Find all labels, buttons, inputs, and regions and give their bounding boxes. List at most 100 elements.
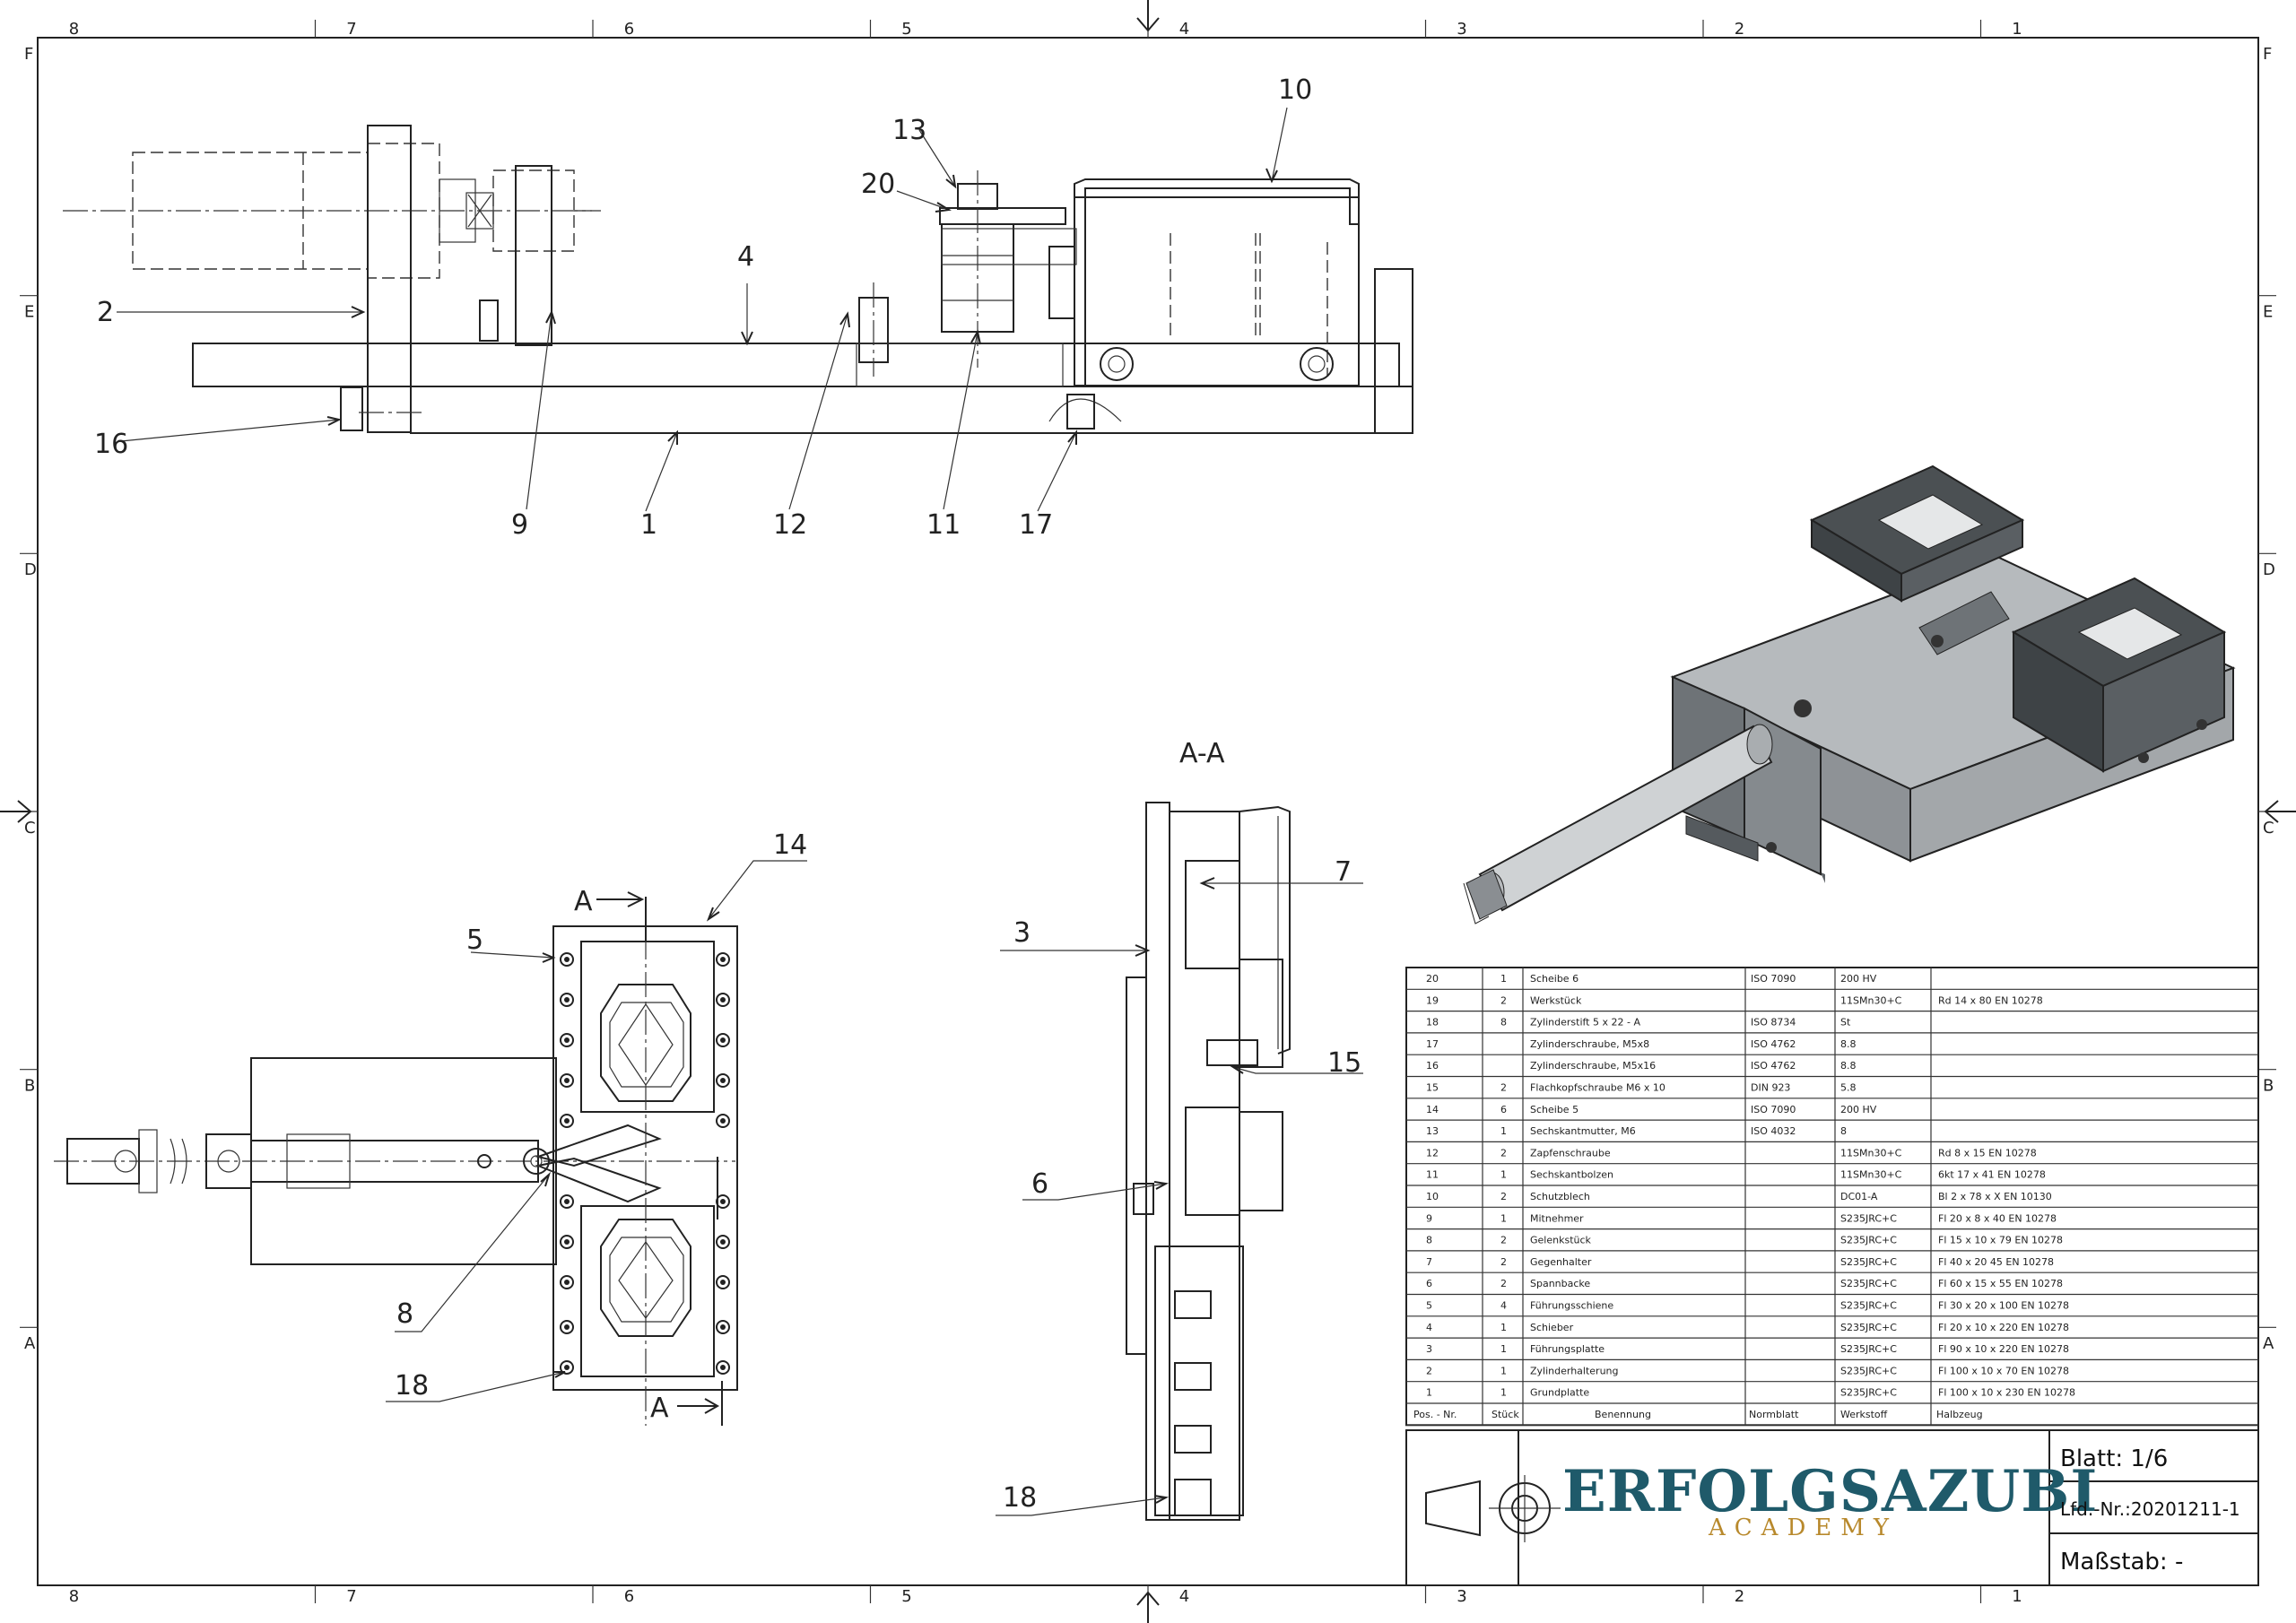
zone-row-label: C (2263, 819, 2274, 838)
zone-row-label: D (24, 560, 37, 579)
zone-column-label: 2 (1735, 20, 1744, 39)
callout-3: 3 (1013, 917, 1031, 949)
bom-cell: 1 (1500, 1365, 1507, 1376)
isometric-render (1463, 464, 2236, 924)
zone-column-label: 3 (1457, 1587, 1466, 1606)
section-title: A-A (1179, 738, 1225, 769)
bom-cell: 16 (1426, 1060, 1439, 1072)
screw-hole-icon (560, 1275, 574, 1289)
bom-cell: 8.8 (1840, 1060, 1857, 1072)
bom-header-cell: Stück (1492, 1409, 1519, 1420)
bom-cell: 8.8 (1840, 1038, 1857, 1050)
bom-cell: 11 (1426, 1169, 1439, 1181)
bom-cell: 2 (1426, 1365, 1432, 1376)
bom-cell: S235JRC+C (1840, 1300, 1897, 1312)
drawing-number: Lfd.-Nr.:20201211-1 (2060, 1498, 2240, 1520)
zone-column-label: 1 (2012, 1587, 2022, 1606)
bom-cell: DC01-A (1840, 1191, 1878, 1202)
zone-column-label: 4 (1179, 1587, 1189, 1606)
bom-cell: 1 (1500, 1125, 1507, 1137)
screw-hole-icon (716, 1275, 730, 1289)
bom-cell: 2 (1500, 1082, 1507, 1094)
zone-row-label: E (24, 303, 34, 322)
zone-row-label: B (24, 1077, 35, 1096)
bom-cell: Zylinderschraube, M5x8 (1530, 1038, 1649, 1050)
bom-cell: ISO 7090 (1751, 1104, 1796, 1115)
screw-hole-icon (560, 1235, 574, 1249)
bom-cell: Schutzblech (1530, 1191, 1590, 1202)
bom-cell: 18 (1426, 1017, 1439, 1028)
callout-12: 12 (773, 509, 807, 541)
bom-cell: ISO 7090 (1751, 973, 1796, 985)
zone-column-label: 7 (346, 1587, 356, 1606)
title-block: ERFOLGSAZUBI ACADEMY Blatt: 1/6 Lfd.-Nr.… (1405, 1429, 2259, 1586)
bom-cell: Gelenkstück (1530, 1235, 1592, 1246)
callout-7: 7 (1335, 856, 1352, 888)
bom-cell: St (1840, 1017, 1851, 1028)
bom-cell: Zylinderhalterung (1530, 1365, 1619, 1376)
bom-cell: Bl 2 x 78 x X EN 10130 (1938, 1191, 2052, 1202)
top-view-leaders (386, 860, 807, 1402)
zone-row-label: B (2263, 1077, 2274, 1096)
section-view-callouts: 3 7 15 6 18 (1003, 856, 1361, 1514)
zone-column-label: 1 (2012, 20, 2022, 39)
screw-hole-icon (560, 952, 574, 967)
bom-cell: Scheibe 6 (1530, 973, 1578, 985)
bom-cell: S235JRC+C (1840, 1322, 1897, 1333)
zone-row-label: C (24, 819, 36, 838)
screw-hole-icon (560, 1073, 574, 1088)
screw-hole-icon (716, 1033, 730, 1047)
bom-header-cell: Normblatt (1749, 1409, 1799, 1420)
bom-cell: 1 (1426, 1387, 1432, 1399)
screw-hole-icon (716, 1320, 730, 1334)
bom-header-cell: Benennung (1595, 1409, 1651, 1420)
callout-1: 1 (640, 509, 657, 541)
bom-cell: 2 (1500, 1256, 1507, 1268)
bom-cell: 6 (1500, 1104, 1507, 1115)
section-view-leaders (996, 877, 1363, 1516)
bom-cell: 20 (1426, 973, 1439, 985)
bom-cell: 14 (1426, 1104, 1439, 1115)
screw-hole-icon (716, 952, 730, 967)
front-view-callouts: 2 16 9 1 4 12 11 17 13 20 10 (94, 74, 1312, 541)
screw-hole-icon (560, 1360, 574, 1375)
callout-10: 10 (1278, 74, 1312, 106)
bom-cell: 1 (1500, 1169, 1507, 1181)
callout-15: 15 (1327, 1047, 1361, 1079)
callout-8: 8 (396, 1298, 413, 1330)
company-logo-text: ERFOLGSAZUBI (1562, 1458, 2098, 1525)
bom-header-cell: Halbzeug (1936, 1409, 1983, 1420)
bom-cell: Fl 20 x 10 x 220 EN 10278 (1938, 1322, 2069, 1333)
bom-cell: 8 (1840, 1125, 1847, 1137)
zone-column-label: 2 (1735, 1587, 1744, 1606)
zone-column-label: 8 (69, 1587, 79, 1606)
bom-cell: 7 (1426, 1256, 1432, 1268)
bom-cell: 13 (1426, 1125, 1439, 1137)
bom-cell: S235JRC+C (1840, 1343, 1897, 1355)
front-view (63, 125, 1413, 434)
bom-cell: S235JRC+C (1840, 1235, 1897, 1246)
zone-column-label: 8 (69, 20, 79, 39)
bom-cell: 8 (1500, 1017, 1507, 1028)
bom-cell: Zylinderstift 5 x 22 - A (1530, 1017, 1640, 1028)
screw-hole-icon (560, 1033, 574, 1047)
bom-cell: Sechskantmutter, M6 (1530, 1125, 1636, 1137)
screw-hole-icon (716, 1073, 730, 1088)
zone-column-label: 6 (624, 1587, 634, 1606)
bom-cell: 200 HV (1840, 973, 1877, 985)
top-view: A A (54, 886, 738, 1426)
top-view-callouts: 5 14 8 18 (395, 829, 807, 1402)
